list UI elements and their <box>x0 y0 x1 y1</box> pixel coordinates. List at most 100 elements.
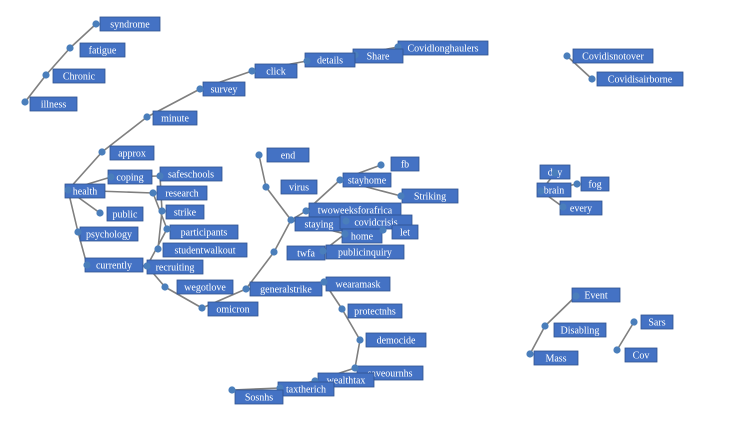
node-participants: participants <box>163 224 239 240</box>
node-label-sosnhs: Sosnhs <box>245 393 273 404</box>
node-label-end: end <box>281 151 295 162</box>
node-striking: Striking <box>397 188 459 204</box>
node-box-strike <box>165 204 205 220</box>
node-dot-fb <box>377 161 385 169</box>
node-dot-brain <box>537 187 545 195</box>
node-label-chronic: Chronic <box>63 72 96 83</box>
node-box-fb <box>390 156 420 172</box>
node-dot-home <box>341 230 349 238</box>
node-label-virus: virus <box>289 183 309 194</box>
node-box-approx <box>109 145 155 161</box>
node-label-omicron: omicron <box>216 305 249 316</box>
node-covidlonghaulers: Covidlonghaulers <box>394 40 489 56</box>
node-omicron: omicron <box>198 301 259 317</box>
node-label-psychology: psychology <box>86 230 132 241</box>
node-safeschools: safeschools <box>156 166 223 182</box>
node-box-chronic <box>52 68 106 84</box>
node-day: day <box>539 164 571 180</box>
edge-twfa-staying <box>273 219 292 253</box>
node-taxtherich: taxtherich <box>276 381 335 397</box>
node-box-wegotlove <box>176 279 234 295</box>
node-currently: currently <box>83 257 144 273</box>
node-label-covidisnotover: Covidisnotover <box>582 52 644 63</box>
node-dot-day <box>551 169 559 177</box>
node-label-illness: illness <box>41 100 67 111</box>
node-let: let <box>379 224 419 240</box>
node-psychology: psychology <box>74 226 139 242</box>
node-dot-illness <box>21 98 29 106</box>
node-box-minute <box>152 110 198 126</box>
node-coping: coping <box>107 169 153 185</box>
node-label-fatigue: fatigue <box>89 46 117 57</box>
node-virus: virus <box>262 179 318 195</box>
edge-covidisnotover-covidisairborne <box>566 55 593 80</box>
edge-wegotlove-omicron <box>164 286 203 309</box>
node-box-sars <box>640 314 674 330</box>
node-box-research <box>156 185 208 201</box>
node-label-taxtherich: taxtherich <box>286 385 326 396</box>
node-dot-chronic <box>42 71 50 79</box>
node-fatigue: fatigue <box>66 42 126 58</box>
node-label-minute: minute <box>161 114 189 125</box>
node-label-fog: fog <box>588 180 601 191</box>
node-fog: fog <box>573 176 610 192</box>
node-dot-fog <box>573 180 581 188</box>
node-label-safeschools: safeschools <box>168 170 214 181</box>
node-mass: Mass <box>526 350 579 366</box>
node-recruiting: recruiting <box>143 259 204 275</box>
node-public: public <box>96 206 144 222</box>
edge-syndrome-fatigue <box>69 23 97 49</box>
node-approx: approx <box>98 145 155 161</box>
node-box-omicron <box>207 301 259 317</box>
node-dot-public <box>96 209 104 217</box>
node-box-sosnhs <box>234 389 284 405</box>
node-label-wegotlove: wegotlove <box>184 283 226 294</box>
node-box-illness <box>29 96 78 112</box>
node-box-virus <box>280 179 318 195</box>
node-label-protectnhs: protectnhs <box>354 307 396 318</box>
edge-staying-virus <box>265 186 292 221</box>
node-dot-syndrome <box>92 20 100 28</box>
node-box-participants <box>169 224 239 240</box>
edge-disabling-mass <box>529 325 546 355</box>
node-label-fb: fb <box>401 160 409 171</box>
node-box-covidisnotover <box>572 48 654 64</box>
node-label-covidisairborne: Covidisairborne <box>608 75 673 86</box>
node-label-recruiting: recruiting <box>156 263 195 274</box>
node-box-brain <box>536 182 572 198</box>
node-dot-stayhome <box>336 176 344 184</box>
node-label-event: Event <box>584 291 608 302</box>
node-dot-studentwalkout <box>154 245 162 253</box>
node-dot-minute <box>143 113 151 121</box>
node-box-public <box>106 206 144 222</box>
node-dot-strike <box>158 207 166 215</box>
node-dot-health <box>64 186 72 194</box>
edge-event-disabling <box>544 295 577 327</box>
node-dot-protectnhs <box>338 305 346 313</box>
node-label-saveournhs: saveournhs <box>368 369 413 380</box>
node-dot-virus <box>262 183 270 191</box>
node-sars: Sars <box>630 314 674 330</box>
node-dot-participants <box>163 225 171 233</box>
node-dot-democide <box>356 336 364 344</box>
node-box-fog <box>580 176 610 192</box>
node-box-cov <box>624 347 658 363</box>
node-dot-wegotlove <box>161 283 169 291</box>
node-dot-every <box>559 203 567 211</box>
node-label-sars: Sars <box>648 318 665 329</box>
node-brain: brain <box>536 182 572 198</box>
node-label-click: click <box>266 67 285 78</box>
node-dot-covidisnotover <box>563 52 571 60</box>
node-protectnhs: protectnhs <box>338 303 403 319</box>
node-publicinquiry: publicinquiry <box>319 244 405 260</box>
edge-minute-approx <box>101 116 148 153</box>
node-click: click <box>248 63 298 79</box>
node-label-participants: participants <box>181 228 228 239</box>
node-box-let <box>391 224 419 240</box>
node-cov: Cov <box>613 346 658 363</box>
node-label-syndrome: syndrome <box>110 20 150 31</box>
node-dot-wearamask <box>320 278 328 286</box>
node-label-wealthtax: wealthtax <box>327 376 366 387</box>
